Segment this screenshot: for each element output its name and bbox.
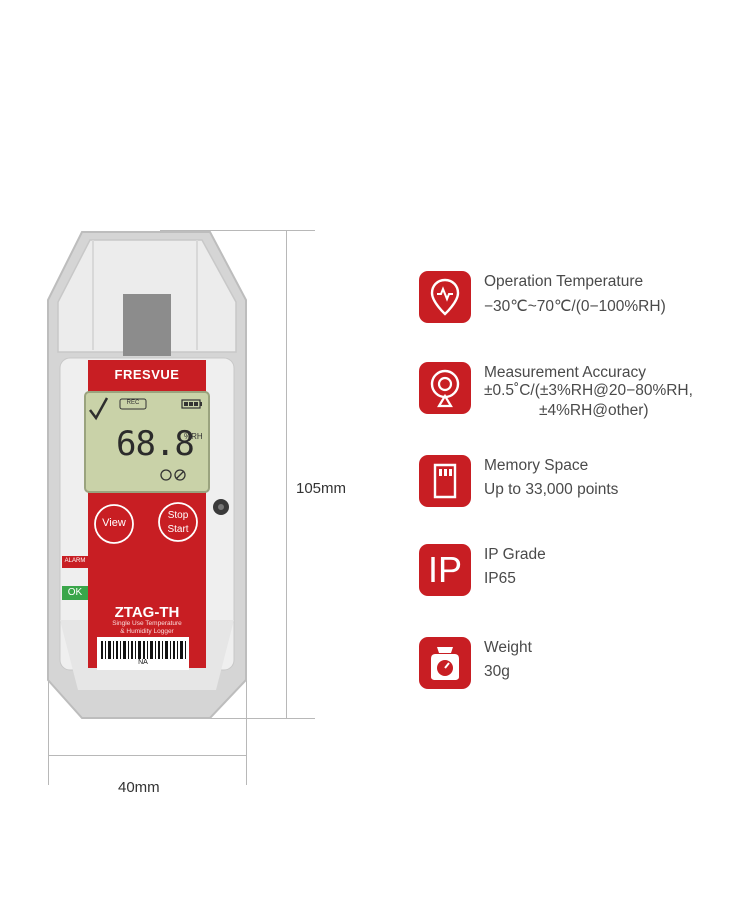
brand-logo: FRESVUE — [114, 367, 180, 382]
ip-icon-text: IP — [427, 549, 462, 590]
spec-title: Weight — [484, 639, 532, 656]
stop-start-button-shape — [158, 502, 198, 542]
memory-card-icon — [419, 455, 471, 507]
spec-value: ±0.5˚C/(±3%RH@20−80%RH, — [484, 382, 693, 399]
height-dim-line — [286, 230, 287, 719]
width-dim-right-tick — [246, 610, 247, 785]
spec-title: Memory Space — [484, 457, 589, 474]
ok-label: OK — [67, 587, 83, 598]
thermometer-pin-icon — [419, 271, 471, 323]
width-dim-line — [48, 755, 247, 756]
lcd-reading: 68.8 — [116, 424, 195, 464]
barcode-bars — [101, 641, 186, 659]
ip-grade-icon: IP — [419, 544, 471, 596]
spec-operation-temperature: Operation Temperature −30℃~70℃/(0−100%RH… — [419, 271, 739, 327]
spec-measurement-accuracy: Measurement Accuracy ±0.5˚C/(±3%RH@20−80… — [419, 362, 739, 419]
spec-title: IP Grade — [484, 546, 546, 563]
alarm-tag — [62, 556, 88, 568]
check-mark-icon — [89, 397, 109, 421]
spec-ip-grade: IP IP Grade IP65 — [419, 544, 739, 600]
ok-tag — [62, 586, 88, 600]
spec-value: 30g — [484, 663, 510, 680]
lcd-rec-label: REC — [126, 400, 140, 406]
stop-button-label[interactable]: Stop — [167, 510, 189, 521]
alarm-label: ALARM — [64, 558, 86, 564]
refresh-icon — [160, 469, 172, 481]
model-subtitle-1: Single Use Temperature — [112, 620, 182, 627]
spec-value: Up to 33,000 points — [484, 481, 619, 498]
width-dim-left-tick — [48, 680, 49, 785]
spec-value-line2: ±4%RH@other) — [539, 402, 649, 419]
model-subtitle-2: & Humidity Logger — [120, 628, 174, 635]
spec-memory-space: Memory Space Up to 33,000 points — [419, 455, 739, 511]
cap-center-slot — [123, 294, 171, 356]
no-signal-icon — [174, 469, 186, 481]
lcd-screen — [84, 391, 210, 493]
height-dim-top-tick — [160, 230, 315, 231]
spec-weight: Weight 30g — [419, 637, 739, 693]
spec-title: Measurement Accuracy — [484, 364, 646, 381]
weight-scale-icon — [419, 637, 471, 689]
barcode-text: NA — [138, 659, 148, 666]
spec-title: Operation Temperature — [484, 273, 644, 290]
view-button-shape — [94, 504, 134, 544]
spec-value: IP65 — [484, 570, 516, 587]
target-accuracy-icon — [419, 362, 471, 414]
view-button[interactable]: View — [102, 517, 126, 529]
lcd-unit: %RH — [184, 432, 203, 441]
width-dim-label: 40mm — [118, 779, 160, 796]
height-dim-bottom-tick — [205, 718, 315, 719]
start-button-label[interactable]: Start — [167, 524, 189, 535]
height-dim-label: 105mm — [296, 480, 347, 497]
spec-value: −30℃~70℃/(0−100%RH) — [484, 298, 666, 315]
model-name: ZTAG-TH — [114, 604, 180, 621]
